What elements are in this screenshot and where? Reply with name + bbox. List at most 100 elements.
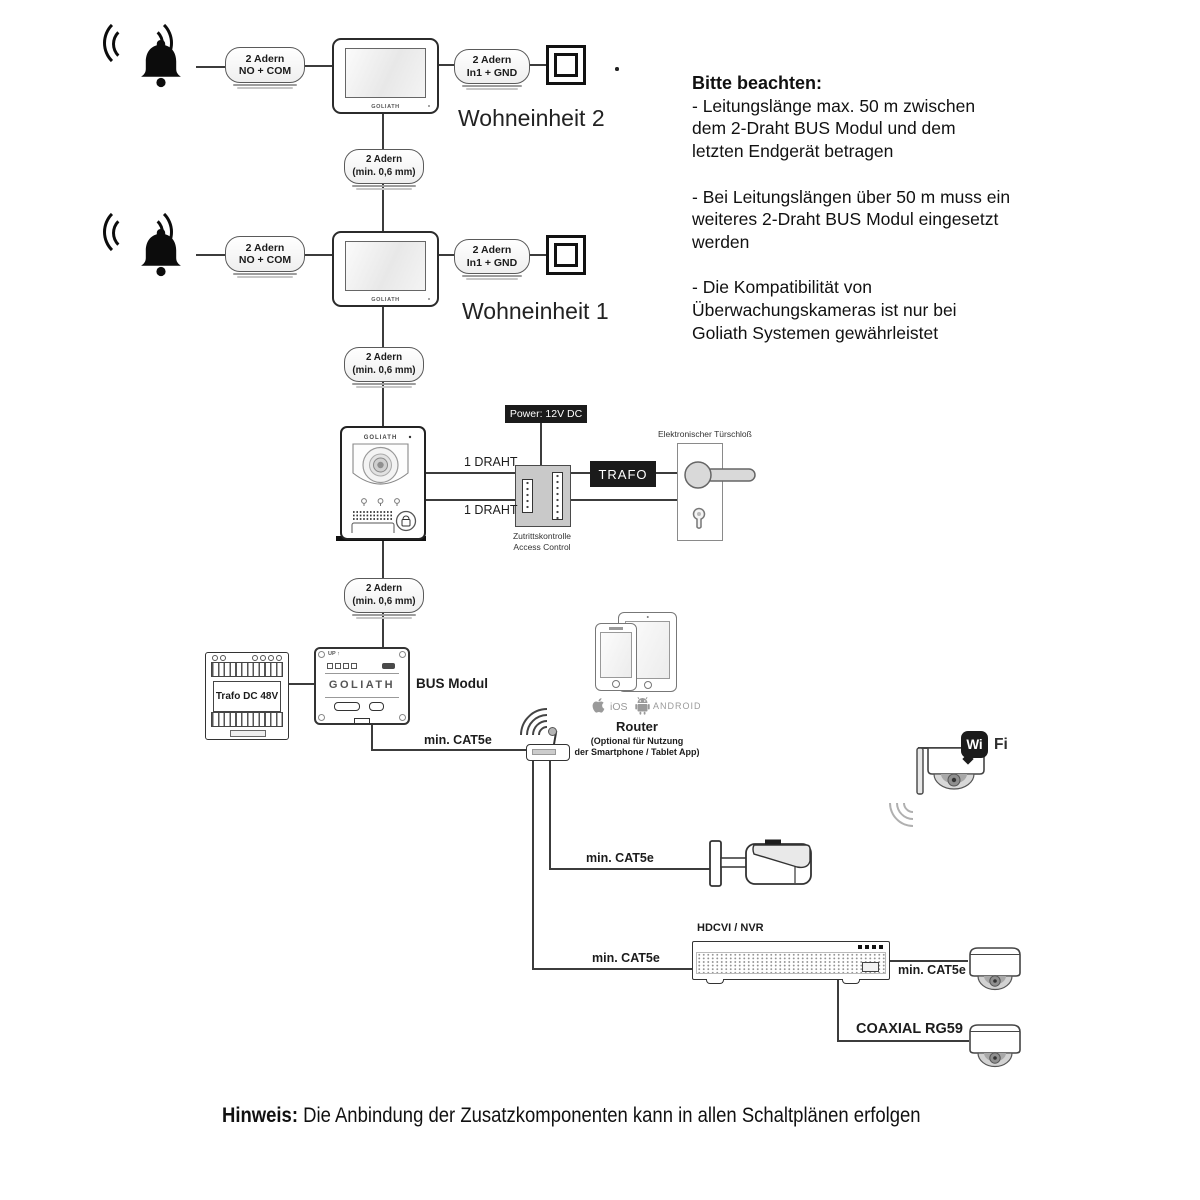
wire-label-no-com: 2 Adern NO + COM: [225, 47, 305, 89]
monitor-led: [427, 297, 430, 300]
bus-terminals: [325, 659, 399, 674]
wire: [382, 303, 384, 348]
door-lock-label: Elektronischer Türschloß: [658, 429, 752, 439]
wire: [837, 1040, 969, 1042]
nvr-device: [692, 941, 890, 980]
unit1-label: Wohneinheit 1: [462, 298, 609, 324]
wire: [421, 472, 516, 474]
screw-icon: [399, 651, 406, 658]
smartphone-icon: [595, 623, 637, 691]
footer-note-bold: Hinweis:: [222, 1104, 298, 1127]
wire-label-in1-gnd: 2 Adern In1 + GND: [454, 49, 530, 90]
bus-bottom-port: [354, 718, 370, 724]
wire-label-line1: 2 Adern: [365, 352, 403, 363]
goliath-logo: GOLIATH: [364, 435, 398, 441]
bell-clapper: [156, 266, 166, 277]
wire: [540, 423, 542, 466]
wifi-badge-wi: Wi: [966, 737, 983, 752]
wire: [371, 720, 373, 751]
call-button-icon-body: [401, 519, 411, 527]
light-switch-icon: [546, 235, 586, 275]
note-line: werden: [692, 231, 750, 252]
terminal-ribs-top: [211, 662, 283, 677]
cat5e-label: min. CAT5e: [586, 851, 654, 865]
bus-port: [369, 701, 384, 711]
wire: [527, 254, 547, 256]
wire: [196, 254, 226, 256]
door-station-face: GOLIATH: [351, 435, 417, 533]
access-control-module: [515, 465, 571, 527]
wifi-badge-fi: Fi: [994, 736, 1008, 753]
terminal-ribs-bottom: [211, 712, 283, 727]
note-line: letzten Endgerät betragen: [692, 141, 894, 162]
coaxial-label: COAXIAL RG59: [856, 1021, 963, 1037]
wire-label-line2: NO + COM: [238, 65, 292, 77]
door-station: GOLIATH: [340, 426, 426, 540]
doorbell-icon: [141, 229, 181, 277]
router-antenna-tip: [548, 727, 557, 736]
wire-label-line1: 2 Adern: [472, 54, 512, 66]
screw-icon: [318, 651, 325, 658]
terminal-dots: [212, 655, 282, 661]
phone-home-button: [612, 679, 620, 688]
trafo-box: TRAFO: [590, 461, 656, 487]
dome-camera-icon: [969, 1024, 1021, 1068]
router-device: [526, 744, 570, 761]
wire: [382, 610, 384, 648]
wire: [303, 254, 333, 256]
bullet-camera-icon: [709, 839, 812, 887]
wire-label-min06: 2 Adern (min. 0,6 mm): [344, 149, 424, 190]
wire: [382, 110, 384, 150]
nvr-foot: [706, 979, 724, 984]
tablet-home-button: [643, 680, 652, 689]
wire: [303, 65, 333, 67]
android-robot-icon: [635, 696, 650, 715]
wire-label-line2: NO + COM: [238, 254, 292, 266]
wire: [549, 759, 551, 870]
footer-note: Hinweis: Die Anbindung der Zusatzkompone…: [222, 1104, 921, 1128]
bus-up-label: UP ↑: [328, 651, 340, 657]
trafo48-foot: [230, 730, 266, 737]
wire-label-line1: 2 Adern: [365, 154, 403, 165]
bus-module: UP ↑ GOLIATH: [314, 647, 410, 725]
goliath-logo: GOLIATH: [328, 679, 396, 691]
access-caption-en: Access Control: [513, 541, 571, 552]
note-line: weiteres 2-Draht BUS Modul eingesetzt: [692, 209, 999, 230]
trafo-dc48v: Trafo DC 48V: [205, 652, 289, 740]
router-sub2: der Smartphone / Tablet App): [574, 746, 700, 757]
monitor-screen: [345, 48, 426, 98]
door-handle-icon: [684, 461, 756, 489]
access-control-caption: Zutrittskontrolle Access Control: [495, 531, 589, 552]
goliath-logo: GOLIATH: [371, 297, 400, 303]
router-label: Router: [616, 719, 658, 734]
note-line: - Die Kompatibilität von: [692, 277, 872, 298]
speaker-grille: [353, 511, 392, 520]
note-line: - Leitungslänge max. 50 m zwischen: [692, 95, 976, 116]
wire-label-line1: 2 Adern: [245, 52, 285, 65]
cat5e-label: min. CAT5e: [592, 951, 660, 965]
wire-label-line1: 2 Adern: [245, 241, 285, 254]
wire-label-line1: 2 Adern: [365, 583, 403, 594]
door-station-led: [408, 435, 412, 439]
bus-ports: [325, 697, 399, 714]
light-switch-inner: [554, 53, 578, 77]
bell-wave-icon: [119, 16, 173, 70]
router-caption: Router (Optional für Nutzung der Smartph…: [557, 719, 717, 757]
trafo48-label-text: Trafo DC 48V: [215, 691, 279, 702]
trafo48-label: Trafo DC 48V: [213, 681, 281, 712]
bell-wave-icon: [119, 205, 173, 259]
note-block: Bitte beachten: - Leitungslänge max. 50 …: [692, 72, 1082, 344]
note-title: Bitte beachten:: [692, 73, 823, 93]
wire: [382, 379, 384, 427]
wire: [568, 499, 678, 501]
access-caption-de: Zutrittskontrolle: [512, 531, 572, 541]
bus-port: [334, 701, 360, 711]
wire: [286, 683, 315, 685]
bell-body: [141, 40, 181, 77]
wifi-badge: Wi: [961, 731, 988, 758]
wire-label-line2: In1 + GND: [466, 256, 518, 269]
android-label: ANDROID: [653, 701, 702, 711]
goliath-logo: GOLIATH: [371, 104, 400, 110]
nvr-vent-mesh: [696, 952, 886, 974]
